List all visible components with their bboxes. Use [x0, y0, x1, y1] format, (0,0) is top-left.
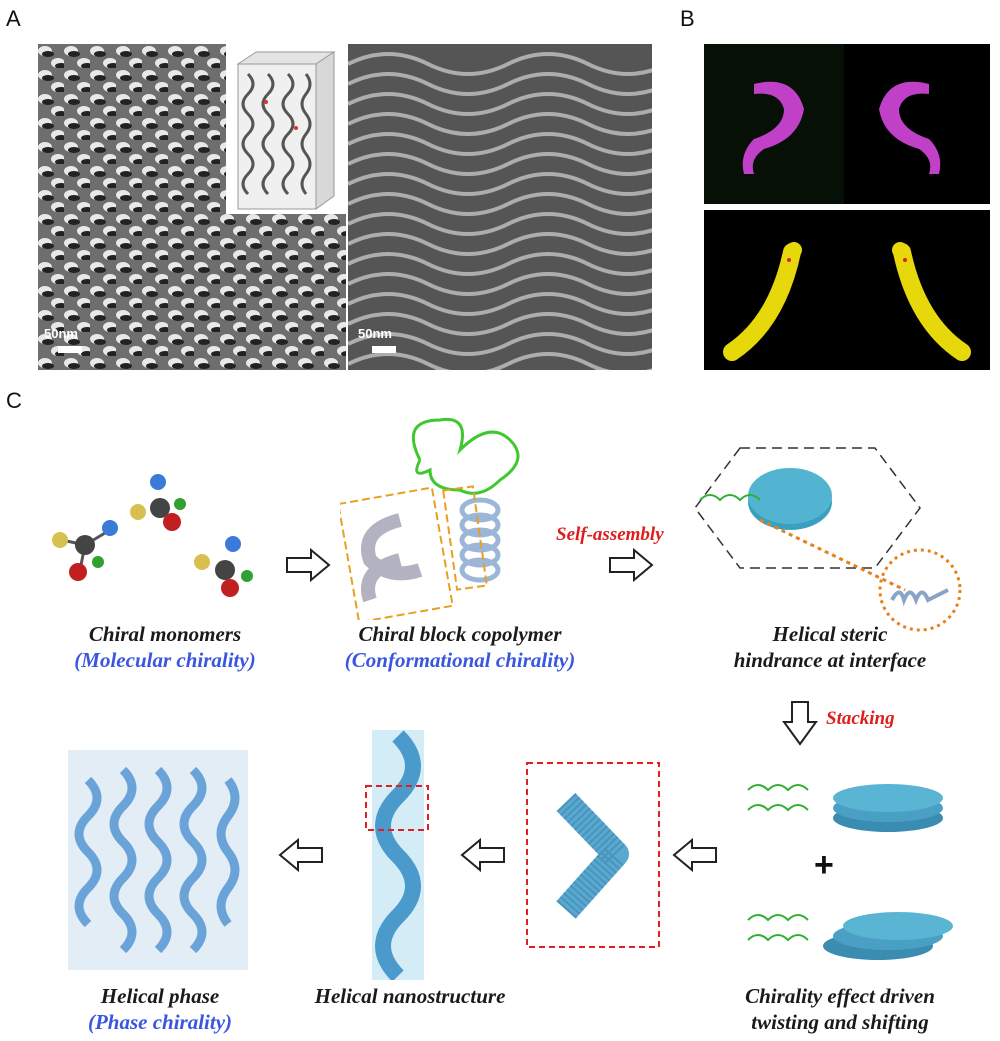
caption-block-copolymer: Chiral block copolymer [330, 622, 590, 647]
caption-twist-line1: Chirality effect driven [690, 984, 990, 1009]
scale-bar-left [58, 346, 82, 353]
model-yellow [704, 210, 990, 370]
copolymer-illustration [340, 400, 540, 620]
helical-nanostructure-illustration [360, 730, 436, 980]
label-self-assembly: Self-assembly [556, 524, 664, 546]
scale-bar-right [372, 346, 396, 353]
tomography-magenta [704, 44, 990, 204]
plus-icon: + [814, 846, 834, 885]
arrow-down-icon [782, 700, 818, 746]
caption-phase-chirality: (Phase chirality) [40, 1010, 280, 1035]
monomer-molecules [40, 470, 280, 600]
caption-helical-nanostructure: Helical nanostructure [280, 984, 540, 1009]
caption-conformational-chirality: (Conformational chirality) [320, 648, 600, 673]
arrow-left-icon [460, 838, 506, 872]
label-stacking: Stacking [826, 708, 895, 730]
caption-chiral-monomers: Chiral monomers [40, 622, 290, 647]
scale-label-right: 50nm [358, 326, 392, 341]
scale-label-left: 50nm [44, 326, 78, 341]
caption-steric-line2: hindrance at interface [680, 648, 980, 673]
arrow-right-icon [608, 548, 654, 582]
twisted-stack-box [526, 762, 660, 948]
inset-helix-box [226, 44, 346, 214]
tem-image-stripes [348, 44, 652, 370]
panel-label-b: B [680, 6, 695, 32]
helical-phase-illustration [58, 740, 258, 980]
panel-label-a: A [6, 6, 21, 32]
arrow-left-icon [278, 838, 324, 872]
steric-hindrance-illustration [680, 440, 980, 640]
caption-molecular-chirality: (Molecular chirality) [40, 648, 290, 673]
caption-steric-line1: Helical steric [680, 622, 980, 647]
stacked-discs-top [728, 760, 988, 840]
arrow-right-icon [285, 548, 331, 582]
stacked-discs-bottom [728, 890, 988, 970]
caption-twist-line2: twisting and shifting [690, 1010, 990, 1035]
caption-helical-phase: Helical phase [40, 984, 280, 1009]
panel-label-c: C [6, 388, 22, 414]
arrow-left-icon [672, 838, 718, 872]
